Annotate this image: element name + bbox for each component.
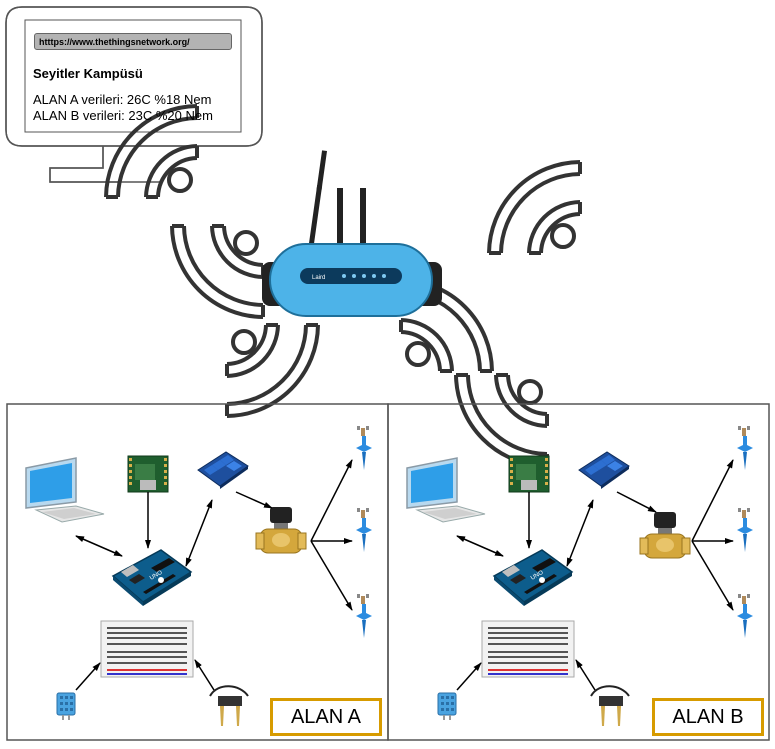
computer-icon	[25, 457, 105, 523]
relay-module-icon	[197, 451, 249, 490]
area-a-devices	[25, 426, 372, 727]
campus-title: Seyitler Kampüsü	[33, 66, 143, 81]
arduino-board-icon	[493, 549, 573, 607]
sprinkler-icon	[356, 508, 372, 552]
solenoid-valve-icon	[255, 506, 307, 554]
area-a-connections	[75, 459, 353, 691]
area-b-devices	[406, 426, 753, 727]
arduino-board-icon	[112, 549, 192, 607]
sprinkler-icon	[356, 594, 372, 638]
lora-module-icon	[127, 455, 169, 493]
area-a-label: ALAN A	[270, 698, 382, 736]
relay-module-icon	[578, 451, 630, 490]
soil-moisture-sensor-icon	[209, 685, 249, 727]
breadboard-icon	[481, 620, 575, 678]
area-a-panel	[6, 403, 389, 741]
sprinkler-icon	[737, 594, 753, 638]
lora-module-icon	[508, 455, 550, 493]
soil-moisture-sensor-icon	[590, 685, 630, 727]
area-a-readout: ALAN A verileri: 26C %18 Nem	[33, 92, 212, 107]
computer-icon	[406, 457, 486, 523]
temperature-humidity-sensor-icon	[437, 692, 457, 721]
monitor	[5, 6, 263, 183]
temperature-humidity-sensor-icon	[56, 692, 76, 721]
breadboard-icon	[100, 620, 194, 678]
gateway-brand: Laird	[312, 275, 325, 281]
area-b-readout: ALAN B verileri: 23C %20 Nem	[33, 108, 213, 123]
url-bar: htttps://www.thethingsnetwork.org/	[34, 33, 232, 50]
sprinkler-icon	[737, 426, 753, 470]
area-b-connections	[456, 459, 734, 691]
lora-gateway: Laird	[262, 150, 442, 317]
sprinkler-icon	[737, 508, 753, 552]
area-b-label: ALAN B	[652, 698, 764, 736]
solenoid-valve-icon	[639, 511, 691, 559]
sprinkler-icon	[356, 426, 372, 470]
area-b-panel	[387, 403, 770, 741]
